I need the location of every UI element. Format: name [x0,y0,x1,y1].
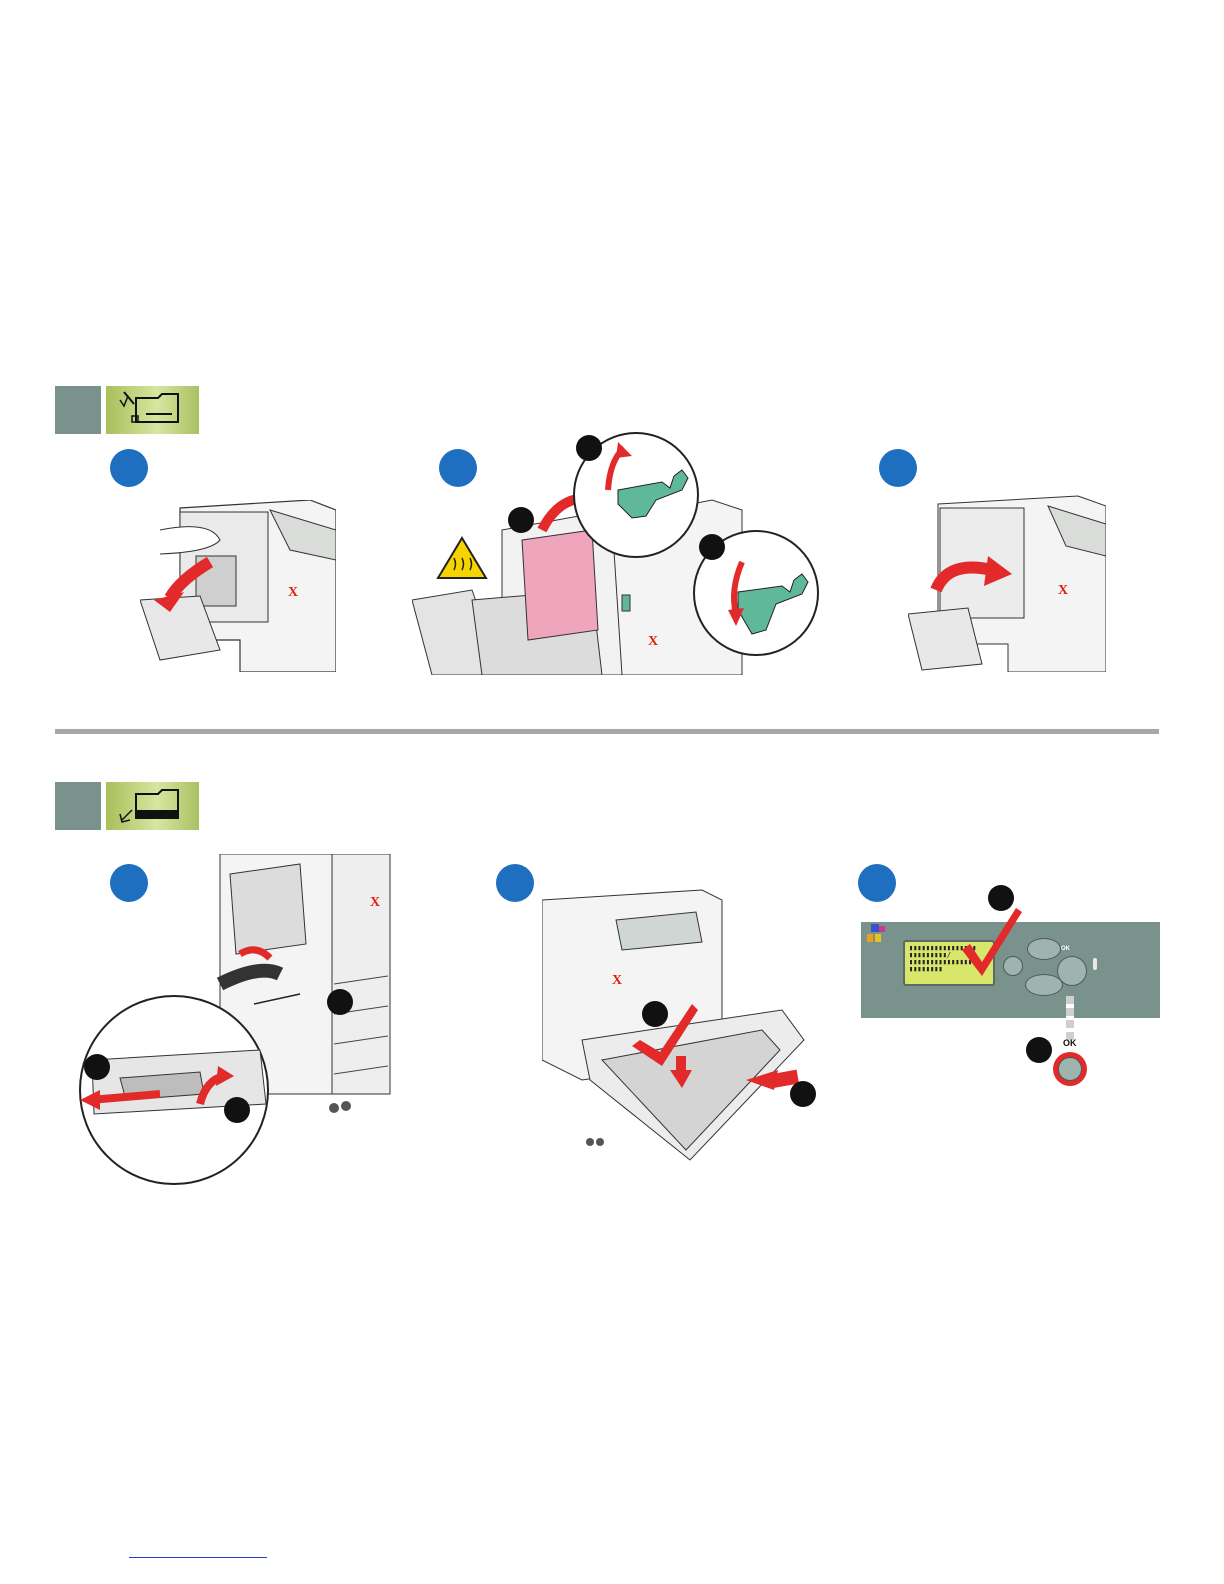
sub-step-badge [699,534,725,560]
tray-jam-icon [106,782,199,830]
ok-button-icon[interactable] [1053,1052,1087,1086]
ok-panel-button[interactable] [1057,956,1087,986]
tray-door-zoom-illustration: X [70,854,392,1186]
sub-step-badge [988,885,1014,911]
step-2-badge [496,864,534,902]
checkmark-icon [958,906,1024,987]
open-left-door-illustration: X [140,500,336,672]
up-button[interactable] [1027,938,1061,960]
info-icon [1093,958,1097,970]
panel-color-mark [871,924,879,932]
xerox-logo: X [288,585,298,600]
section-2-marker [55,782,101,830]
sub-step-badge [642,1001,668,1027]
panel-color-mark [879,926,885,932]
sub-step-badge [327,989,353,1015]
close-tray-illustration: X [542,880,812,1162]
fuser-jam-icon [106,386,199,434]
svg-text:X: X [648,634,658,649]
ok-panel-label: OK [1061,946,1070,952]
close-left-door-illustration: X [908,494,1106,672]
svg-text:X: X [612,973,622,988]
sub-step-badge [224,1097,250,1123]
down-button[interactable] [1025,974,1063,996]
step-1-badge [110,449,148,487]
sub-step-badge [576,435,602,461]
step-3-badge [879,449,917,487]
section-1-marker [55,386,101,434]
sub-step-badge [508,507,534,533]
sub-step-badge [1026,1037,1052,1063]
fuser-lever-illustration: X [412,430,822,675]
footer-link-line [129,1557,267,1558]
sub-step-badge [790,1081,816,1107]
ok-label: OK [1063,1038,1077,1048]
svg-text:X: X [1058,583,1068,598]
step-3-badge [858,864,896,902]
ok-pointer [1066,996,1074,1042]
section-divider [55,729,1159,734]
sub-step-badge [84,1054,110,1080]
panel-color-mark [867,934,873,942]
svg-text:X: X [370,895,380,910]
panel-color-mark [875,934,881,942]
